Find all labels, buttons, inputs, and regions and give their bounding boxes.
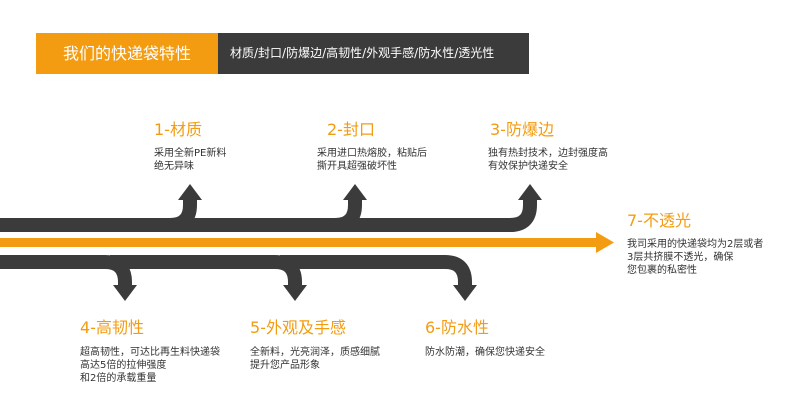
flow-branch-3: [320, 198, 537, 232]
feature-title-burst-edge: 3-防爆边: [490, 120, 554, 139]
feature-desc-toughness-2: 高达5倍的拉伸强度: [80, 360, 167, 371]
feature-title-material: 1-材质: [154, 120, 202, 139]
feature-title-seal: 2-封口: [327, 120, 375, 139]
feature-desc-opaque-2: 3层共挤膜不透光，确保: [627, 252, 734, 263]
feature-desc-opaque-3: 您包裹的私密性: [627, 265, 697, 276]
flow-line-main: [0, 238, 598, 247]
flow-branch-5: [110, 255, 302, 287]
feature-desc-waterproof-1: 防水防潮，确保您快递安全: [425, 347, 545, 358]
feature-desc-seal-2: 撕开具超强破坏性: [317, 161, 397, 172]
feature-title-toughness: 4-高韧性: [80, 318, 144, 337]
feature-title-appearance: 5-外观及手感: [250, 318, 346, 337]
feature-title-opaque: 7-不透光: [627, 211, 691, 230]
feature-desc-toughness-3: 和2倍的承载重量: [80, 373, 157, 384]
feature-desc-appearance-2: 提升您产品形象: [250, 360, 320, 371]
features-title: 我们的快递袋特性: [36, 33, 218, 74]
features-subtitle: 材质/封口/防爆边/高韧性/外观手感/防水性/透光性: [218, 33, 529, 74]
arrow-down-5: [283, 285, 307, 301]
feature-desc-toughness-1: 超高韧性，可达比再生料快递袋: [80, 347, 220, 358]
feature-desc-opaque-1: 我司采用的快递袋均为2层或者: [627, 239, 764, 250]
feature-desc-material-2: 绝无异味: [154, 161, 194, 172]
feature-desc-material-1: 采用全新PE新料: [154, 148, 227, 159]
arrow-up-3: [518, 184, 542, 200]
flow-line-bottom: [0, 255, 132, 287]
feature-desc-burst-edge-1: 独有热封技术，边封强度高: [488, 148, 608, 159]
feature-title-waterproof: 6-防水性: [425, 318, 489, 337]
arrow-down-4: [113, 285, 137, 301]
arrow-up-1: [178, 184, 202, 200]
arrow-down-6: [453, 285, 477, 301]
flow-branch-6: [280, 255, 472, 287]
arrow-right-main: [596, 232, 614, 253]
arrow-up-2: [343, 184, 367, 200]
feature-desc-appearance-1: 全新料，光亮润泽，质感细腻: [250, 347, 380, 358]
feature-desc-burst-edge-2: 有效保护快递安全: [488, 161, 568, 172]
feature-desc-seal-1: 采用进口热熔胶，粘贴后: [317, 148, 427, 159]
